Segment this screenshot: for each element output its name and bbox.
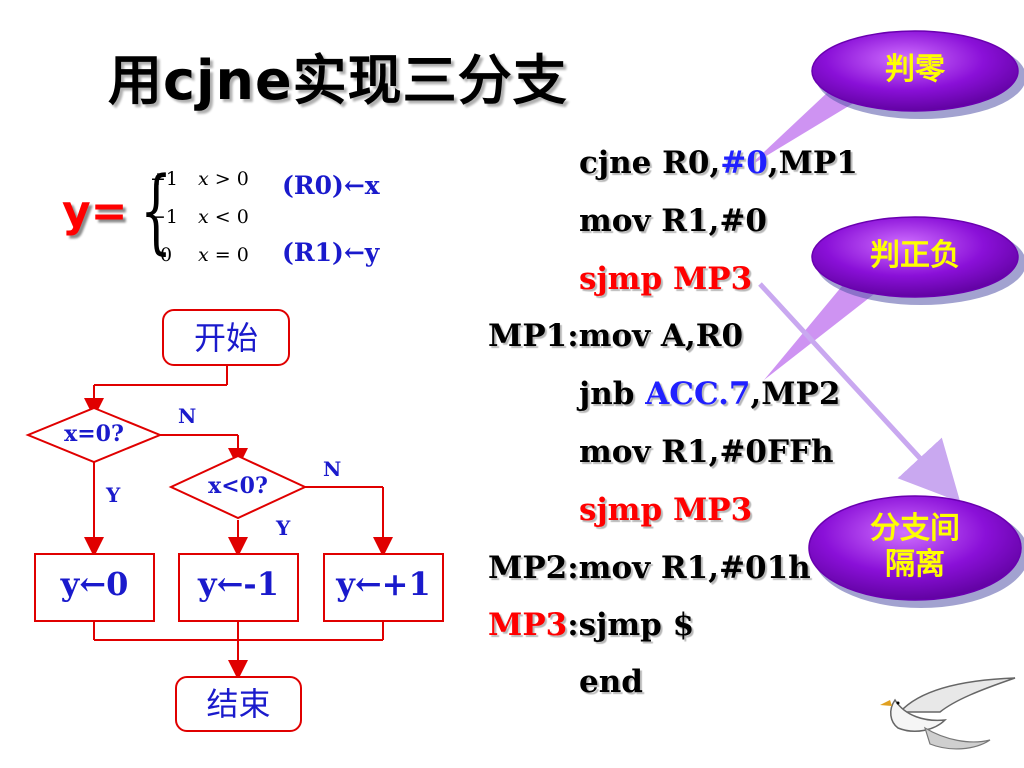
assign-zero-label: y←0 (60, 565, 129, 603)
case-value-neg: −1 (150, 206, 179, 228)
code-line-1: cjne R0,#0,MP1 (579, 145, 858, 181)
formula-brace: { (140, 157, 173, 264)
code-line-8: MP2:mov R1,#01h (488, 550, 811, 586)
callout-sign-text: 判正负 (870, 238, 960, 273)
decision-negative-shape (168, 454, 308, 520)
flow-start-label: 开始 (193, 319, 258, 357)
assign-negative-label: y←-1 (198, 565, 279, 603)
assign-positive-box (323, 553, 444, 622)
callout-zero-bubble (811, 30, 1019, 112)
decision-zero-yes-label: Y (106, 483, 121, 507)
flow-end-label: 结束 (206, 685, 271, 723)
page-title: 用cjne实现三分支 (108, 49, 568, 112)
decision-negative-label: x<0? (208, 473, 268, 499)
callout-isolate-text: 分支间 隔离 (812, 511, 1018, 583)
case-cond-pos: x > 0 (198, 168, 249, 190)
case-value-pos: +1 (150, 168, 179, 190)
callout-isolate-line2: 隔离 (885, 547, 945, 582)
decision-zero-label: x=0? (64, 421, 124, 447)
register-r0: (R0)←x (282, 171, 380, 200)
decision-zero-no-label: N (178, 404, 197, 428)
case-cond-neg: x < 0 (198, 206, 249, 228)
callout-isolate-line1: 分支间 (870, 511, 960, 546)
code-line-5: jnb ACC.7,MP2 (579, 376, 841, 412)
flow-start-box (162, 309, 290, 366)
case-value-zero: 0 (160, 244, 173, 266)
code-line-6: mov R1,#0FFh (579, 434, 834, 470)
callout-isolate-bubble (808, 495, 1022, 601)
formula-lhs: y= (62, 186, 128, 237)
callout-zero-text: 判零 (885, 52, 945, 87)
decision-negative-no-label: N (323, 457, 342, 481)
decision-zero-shape (25, 406, 163, 464)
sjmp-arrow (758, 282, 961, 503)
code-line-3: sjmp MP3 (579, 261, 753, 297)
register-r1: (R1)←y (282, 238, 380, 267)
seagull-icon (880, 677, 1016, 750)
assign-positive-label: y←+1 (336, 565, 431, 603)
assign-negative-box (178, 553, 299, 622)
assign-zero-box (34, 553, 155, 622)
code-line-9: MP3:sjmp $ (488, 607, 695, 643)
callout-sign-bubble (811, 216, 1019, 298)
flow-end-box (175, 676, 302, 732)
decision-negative-yes-label: Y (276, 516, 291, 540)
code-line-2: mov R1,#0 (579, 203, 767, 239)
code-line-10: end (579, 664, 643, 700)
code-line-7: sjmp MP3 (579, 492, 753, 528)
case-cond-zero: x = 0 (198, 244, 249, 266)
code-line-4: MP1:mov A,R0 (488, 318, 744, 354)
